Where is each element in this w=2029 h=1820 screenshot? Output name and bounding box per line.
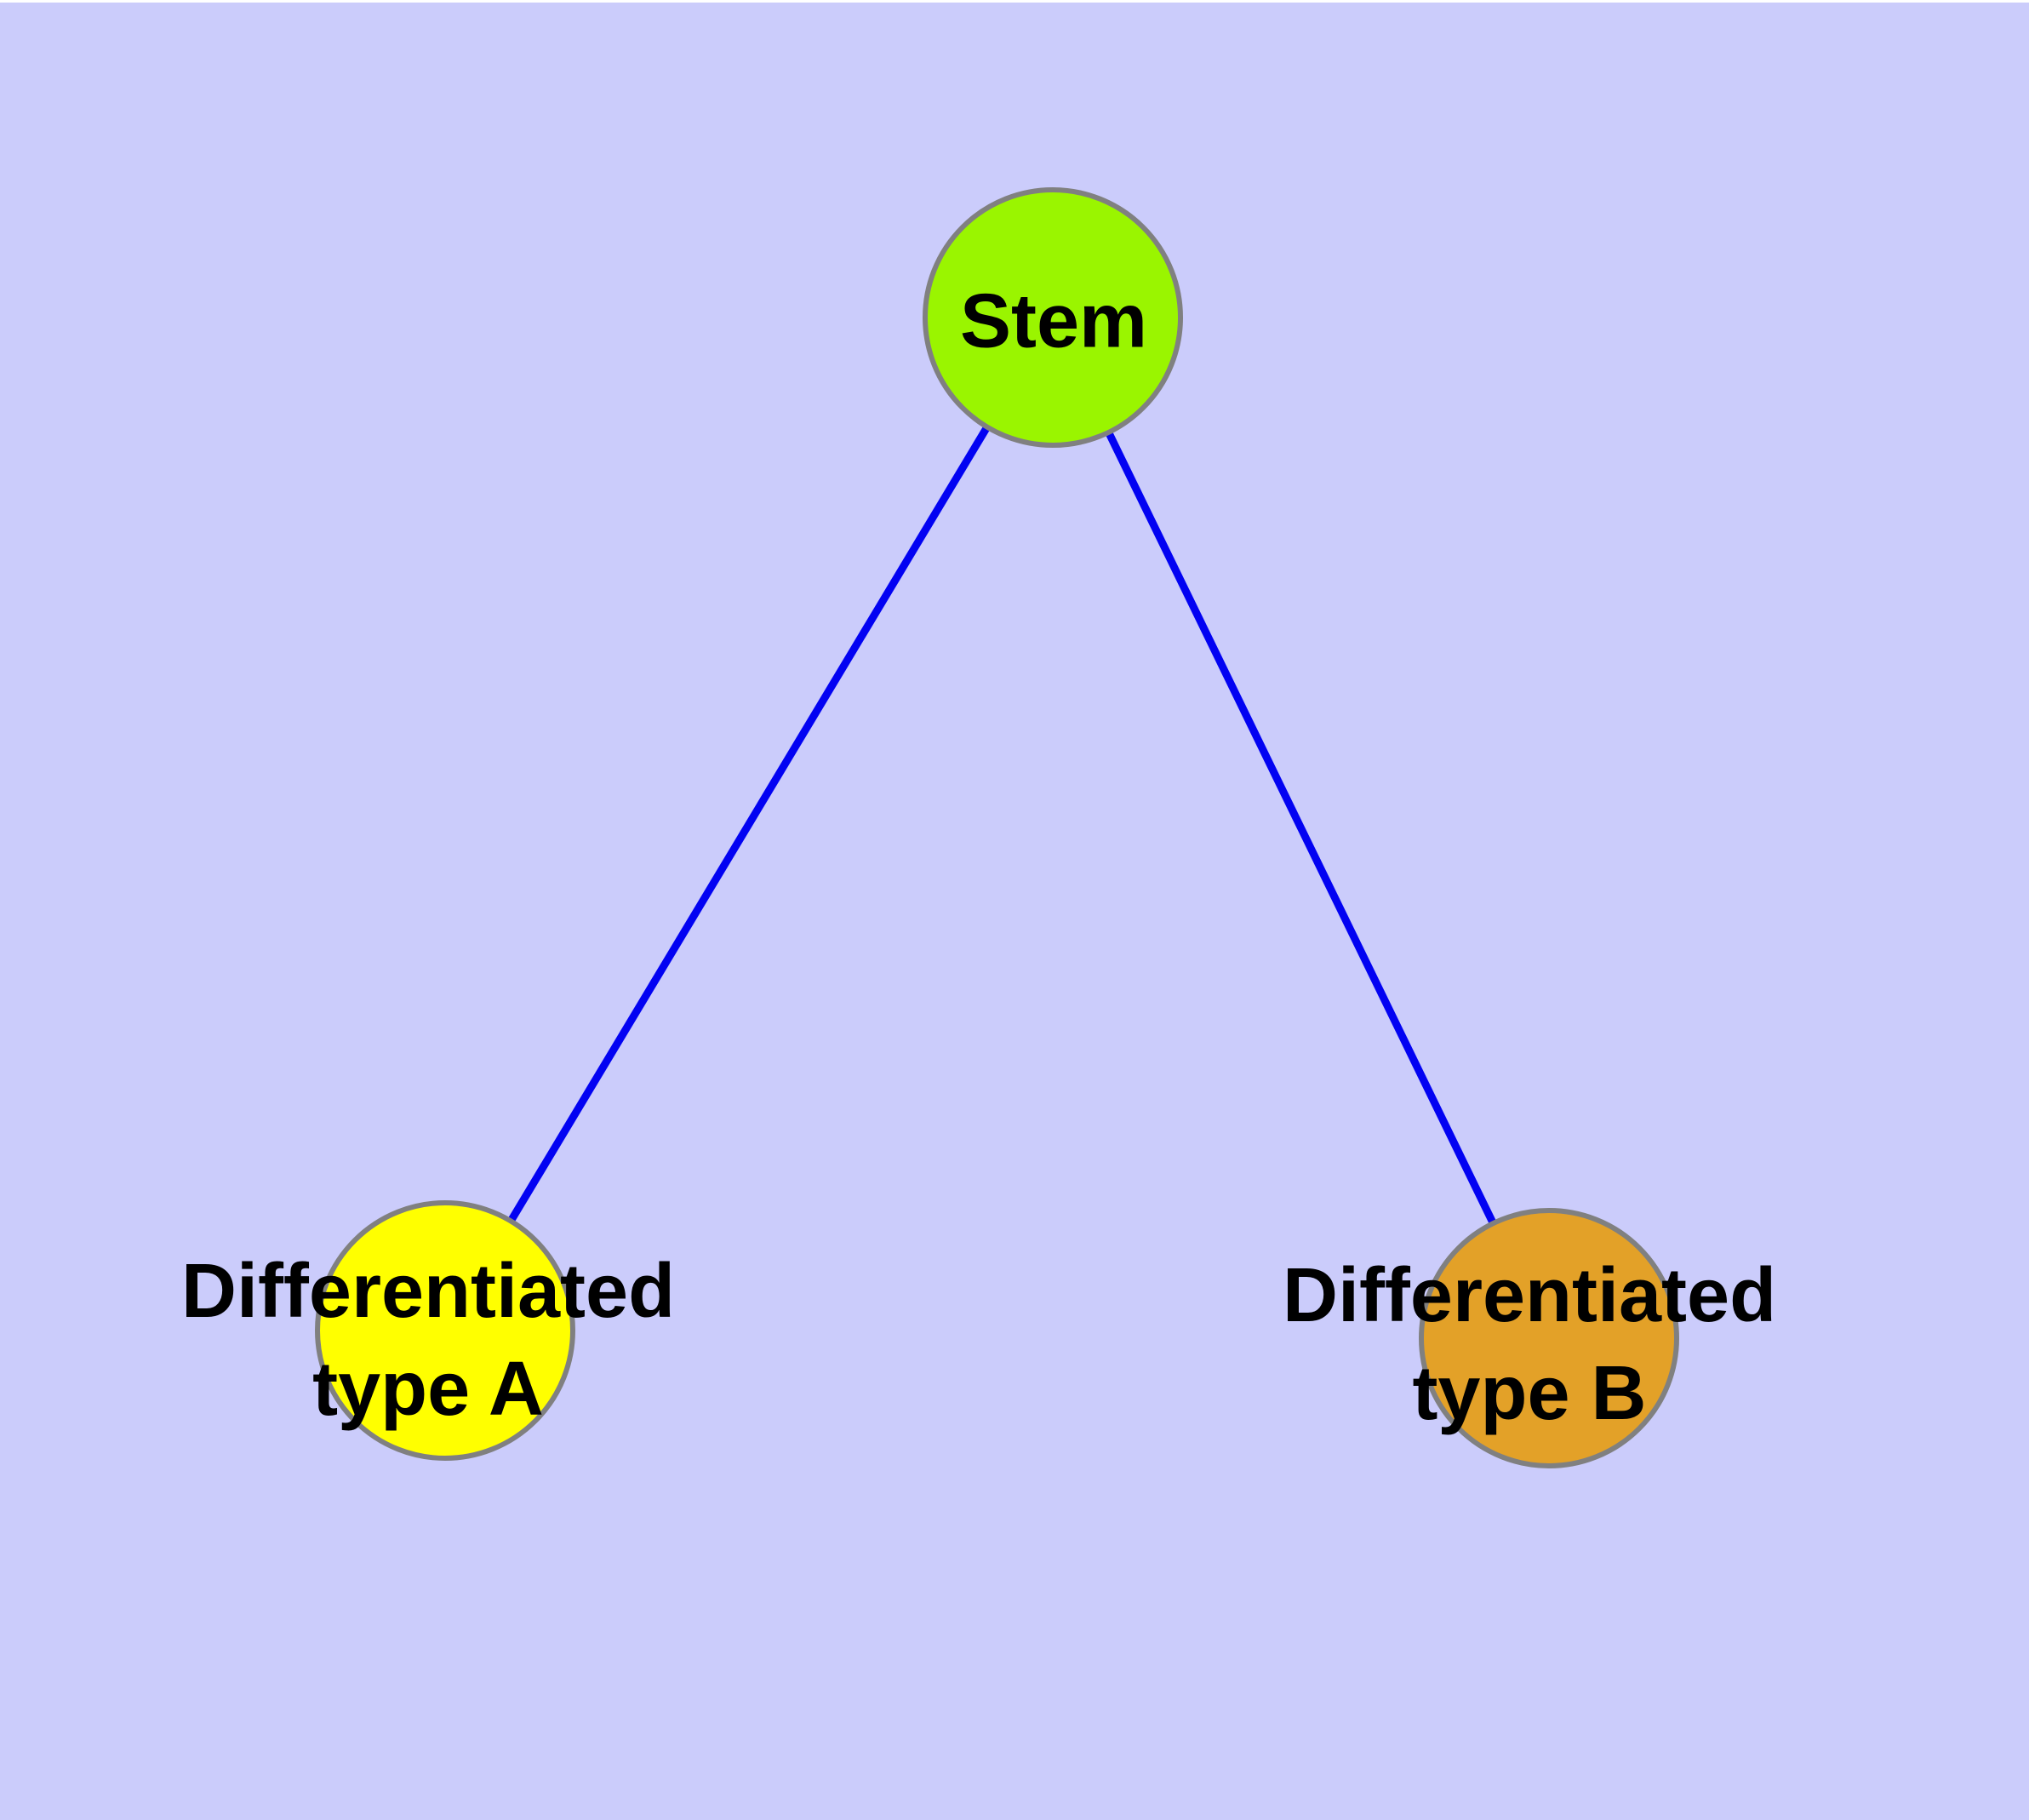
edge-stem-to-type-a: [442, 315, 1056, 1333]
node-type-a-label-line1: Differentiated: [180, 1249, 676, 1334]
node-type-b-circle: [1419, 1208, 1679, 1468]
node-stem-circle: [923, 187, 1183, 448]
edge-stem-to-type-b: [1049, 316, 1553, 1340]
screenshot-top-edge: [0, 0, 2029, 3]
node-type-a-label-line2: type A: [312, 1347, 544, 1432]
node-type-b-label-line2: type B: [1412, 1351, 1647, 1436]
node-stem-label: Stem: [959, 278, 1148, 364]
node-type-b-label: Differentiated type B: [1283, 1247, 1776, 1443]
node-type-b-label-line1: Differentiated: [1282, 1253, 1777, 1338]
node-type-a-circle: [315, 1200, 575, 1461]
node-type-a-label: Differentiated type A: [181, 1243, 675, 1439]
